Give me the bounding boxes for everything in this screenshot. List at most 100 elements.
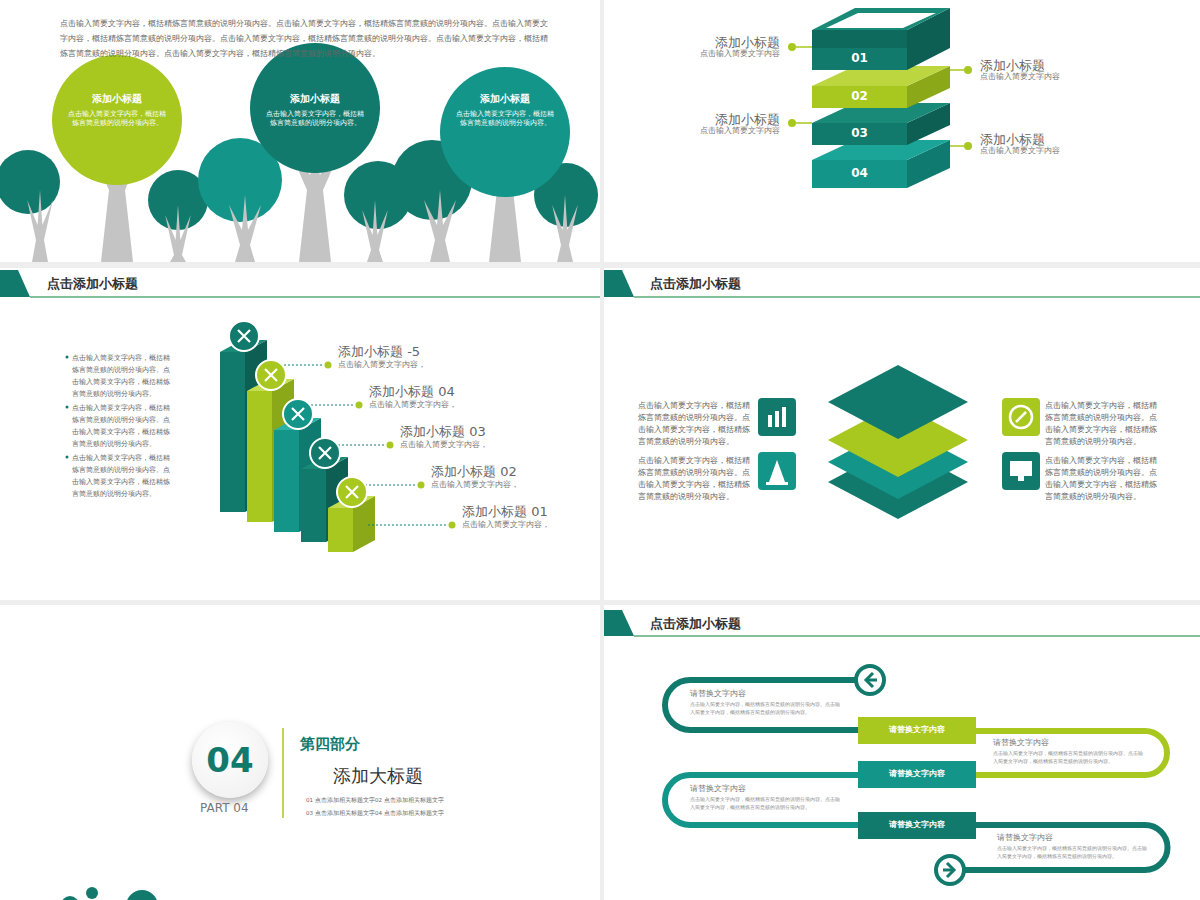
illustration-shape — [782, 407, 786, 427]
toc-item: 04 点击添加相关标题文字 — [375, 809, 444, 817]
illustration-shape — [1002, 398, 1040, 436]
part-number-circle: 04 — [192, 722, 268, 798]
illustration-shape — [282, 728, 284, 818]
node-title: 01 — [851, 51, 868, 67]
step-bar: 请替换文字内容 — [858, 717, 976, 744]
illustration-shape — [86, 887, 98, 899]
illustration-shape — [0, 262, 1200, 268]
section-name: 第四部分 — [300, 735, 360, 753]
illustration-shape — [229, 321, 259, 351]
section-title: 添加大标题 — [333, 765, 423, 787]
layer-frame: 03 — [812, 123, 907, 145]
step-title: 添加小标题 04 — [369, 384, 455, 400]
topic-circle: 添加小标题点击输入简要文字内容，概括精炼言简意赅的说明分项内容。 — [250, 43, 380, 173]
illustration-shape — [325, 362, 332, 369]
illustration-shape — [943, 869, 954, 872]
illustration-shape — [319, 447, 331, 459]
illustration-shape — [247, 391, 272, 522]
node-title: 添加小标题 — [65, 92, 169, 105]
illustration-shape — [418, 482, 425, 489]
illustration-shape — [30, 296, 600, 298]
illustration-shape — [796, 46, 812, 48]
illustration-shape — [310, 438, 340, 468]
illustration-shape — [66, 456, 69, 459]
illustration-shape — [758, 452, 796, 490]
block-title: 请替换文字内容 — [997, 832, 1053, 843]
step-text: 点击输入简要文字内容， — [338, 360, 426, 370]
illustration-shape — [449, 522, 456, 529]
illustration-shape — [866, 679, 877, 682]
item-text: 点击输入简要文字内容 — [670, 49, 780, 59]
node-title: 请替换文字内容 — [889, 769, 945, 779]
item-title: 添加小标题 — [980, 132, 1045, 148]
node-title: 03 — [851, 126, 868, 142]
illustration-shape — [165, 205, 191, 262]
item-text: 点击输入简要文字内容 — [670, 126, 780, 136]
illustration-shape — [0, 600, 1200, 605]
illustration-shape — [356, 402, 363, 409]
step-text: 点击输入简要文字内容， — [400, 440, 488, 450]
illustration-shape — [665, 775, 858, 825]
node-title: 04 — [851, 166, 868, 182]
illustration-shape — [126, 890, 158, 900]
block-text: 点击输入简要文字内容，概括精炼言简意赅的说明分项内容。点击输入简要文字内容，概括… — [690, 700, 840, 716]
illustration-shape — [552, 195, 578, 262]
illustration-shape — [769, 460, 785, 482]
illustration-shape — [424, 190, 456, 262]
illustration-shape — [292, 408, 304, 420]
illustration-shape — [368, 525, 448, 526]
item-text: 点击输入简要文字内容 — [980, 72, 1060, 82]
layer-frame: 02 — [812, 86, 907, 108]
illustration-shape — [301, 469, 326, 542]
toc-item: 01 点击添加相关标题文字 — [306, 796, 375, 804]
illustration-shape — [1010, 461, 1032, 476]
illustration-shape — [1002, 452, 1040, 490]
slide-header: 点击添加小标题 — [47, 276, 138, 292]
illustration-shape — [812, 30, 907, 48]
step-title: 添加小标题 03 — [400, 424, 486, 440]
item-text: 点击输入简要文字内容 — [980, 146, 1060, 156]
illustration-shape — [856, 666, 884, 694]
illustration-shape — [66, 406, 69, 409]
step-bar: 请替换文字内容 — [858, 761, 976, 788]
item-title: 添加小标题 — [690, 35, 780, 51]
illustration-shape — [812, 8, 950, 30]
illustration-shape — [768, 415, 772, 427]
step-text: 点击输入简要文字内容， — [462, 520, 550, 530]
illustration-shape — [634, 296, 1200, 298]
node-title: 请替换文字内容 — [889, 820, 945, 830]
block-text: 点击输入简要文字内容，概括精炼言简意赅的说明分项内容。点击输入简要文字内容，概括… — [993, 749, 1143, 765]
illustration-shape — [66, 356, 69, 359]
illustration-shape — [665, 680, 870, 730]
illustration-shape — [346, 486, 358, 498]
illustration-shape — [61, 896, 79, 900]
illustration-shape — [1016, 412, 1026, 422]
illustration-shape — [1010, 406, 1032, 428]
topic-circle: 添加小标题点击输入简要文字内容，概括精炼言简意赅的说明分项内容。 — [52, 55, 182, 185]
block-title: 请替换文字内容 — [993, 737, 1049, 748]
illustration-shape — [796, 122, 812, 124]
illustration-shape — [604, 610, 634, 636]
item-text: 点击输入简要文字内容，概括精炼言简意赅的说明分项内容。点击输入简要文字内容，概括… — [1045, 455, 1158, 503]
item-text: 点击输入简要文字内容，概括精炼言简意赅的说明分项内容。点击输入简要文字内容，概括… — [638, 455, 753, 503]
illustration-shape — [328, 508, 353, 552]
illustration-shape — [788, 119, 796, 127]
illustration-shape — [27, 190, 53, 262]
block-text: 点击输入简要文字内容，概括精炼言简意赅的说明分项内容。点击输入简要文字内容，概括… — [997, 844, 1147, 860]
node-title: 请替换文字内容 — [889, 725, 945, 735]
illustration-shape — [936, 856, 964, 884]
slide-header: 点击添加小标题 — [650, 276, 741, 292]
node-body: 点击输入简要文字内容，概括精炼言简意赅的说明分项内容。 — [65, 110, 169, 128]
layer-frame: 04 — [812, 160, 907, 188]
step-text: 点击输入简要文字内容， — [369, 400, 457, 410]
node-title: 添加小标题 — [453, 92, 557, 105]
illustration-shape — [950, 145, 964, 147]
block-text: 点击输入简要文字内容，概括精炼言简意赅的说明分项内容。点击输入简要文字内容，概括… — [690, 795, 840, 811]
illustration-shape — [976, 731, 1167, 775]
bullet-text: 点击输入简要文字内容，概括精炼言简意赅的说明分项内容。点击输入简要文字内容，概括… — [72, 452, 172, 500]
illustration-shape — [634, 635, 1200, 637]
illustration-shape — [362, 200, 388, 262]
illustration-shape — [788, 43, 796, 51]
illustration-shape — [950, 825, 1168, 870]
